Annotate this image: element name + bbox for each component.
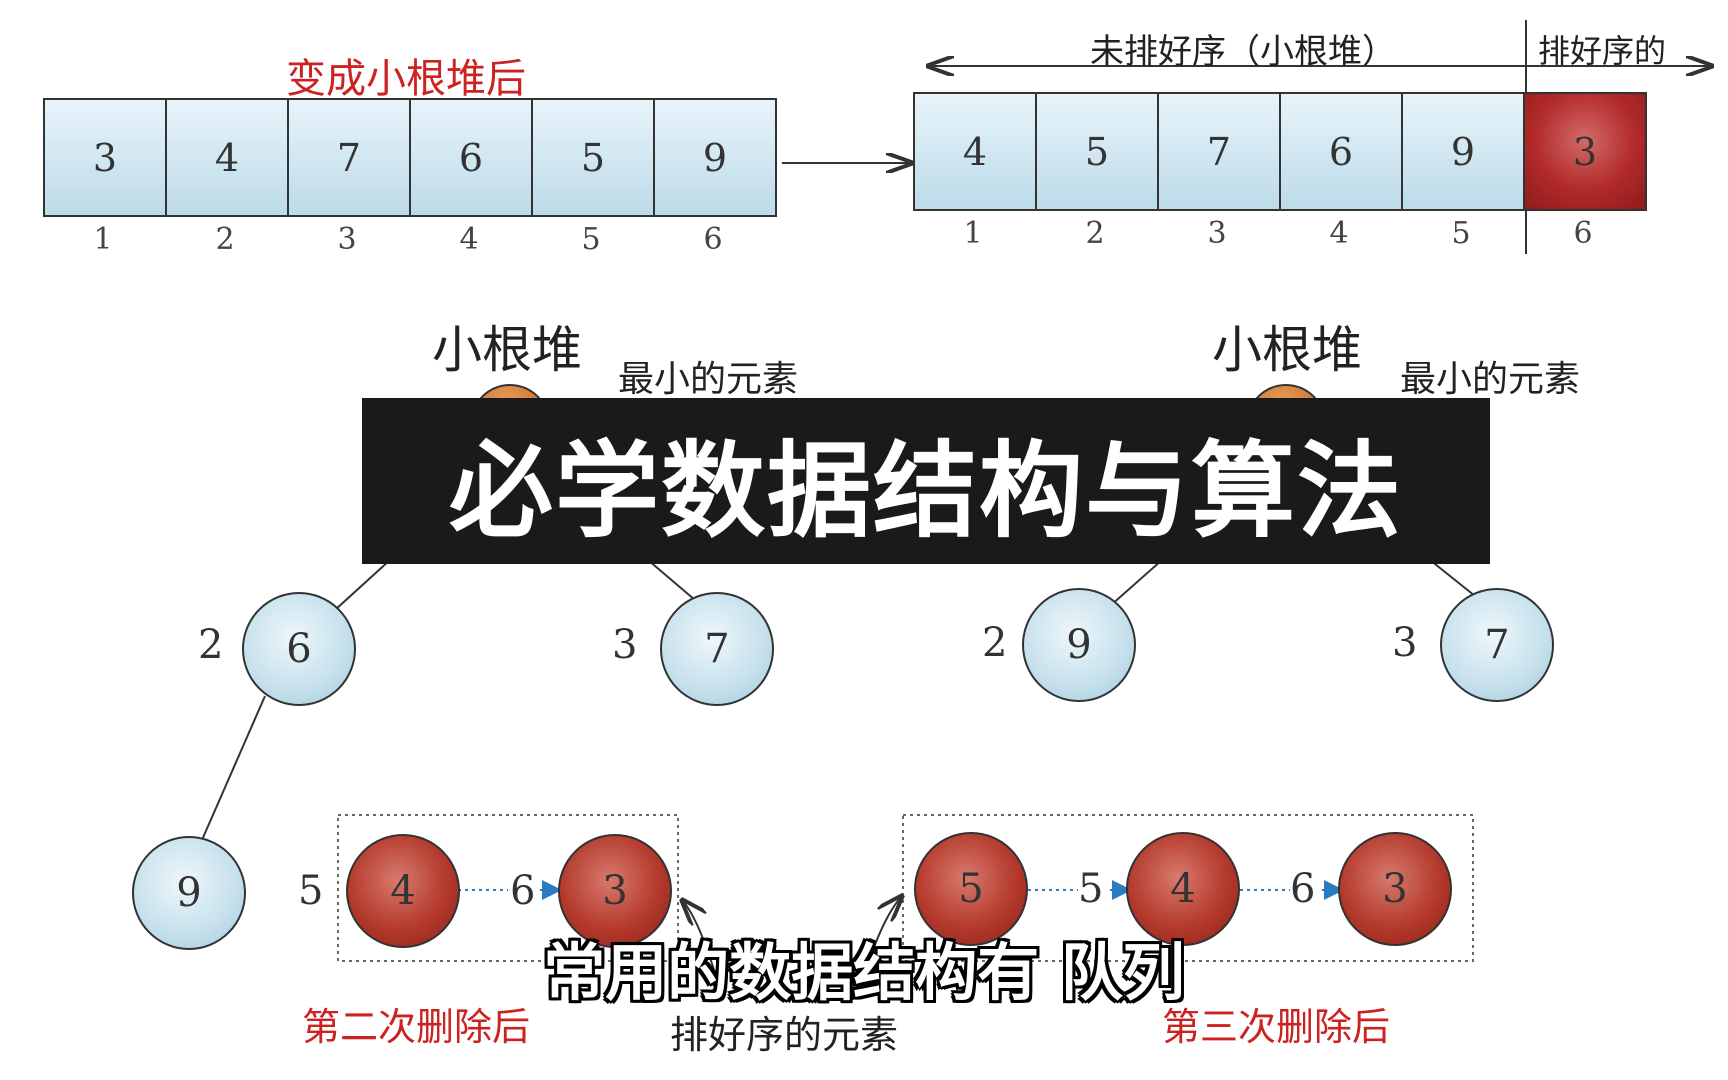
pointer-left <box>682 900 721 991</box>
node-index: 6 <box>510 868 536 914</box>
heap-node: 9 <box>1022 588 1136 702</box>
heap-node: 6 <box>242 592 356 706</box>
removed-node: 5 <box>914 832 1028 946</box>
array-index: 6 <box>703 222 723 257</box>
array-cell: 7 <box>287 98 411 217</box>
edge-6-9 <box>201 695 266 841</box>
unsorted-label: 未排好序（小根堆） <box>1090 32 1396 72</box>
node-index: 5 <box>1078 866 1104 912</box>
node-index: 5 <box>298 868 324 914</box>
array-title-minheap: 变成小根堆后 <box>286 56 526 102</box>
array-index: 5 <box>581 222 601 257</box>
array-cell: 4 <box>913 92 1037 211</box>
array-index: 3 <box>337 222 357 257</box>
array-index: 1 <box>963 216 983 251</box>
sorted-label: 排好序的 <box>1538 32 1667 70</box>
node-index: 2 <box>198 622 224 668</box>
array-cell: 3 <box>43 98 167 217</box>
caption-third-removal: 第三次删除后 <box>1162 1005 1391 1049</box>
removed-box-right <box>902 814 1474 962</box>
heap-title: 小根堆 <box>1212 321 1362 379</box>
array-index: 1 <box>93 222 113 257</box>
removed-box-left <box>337 814 679 962</box>
heap-node: 9 <box>132 836 246 950</box>
node-index: 3 <box>612 622 638 668</box>
array-cell: 7 <box>1157 92 1281 211</box>
array-cell: 4 <box>165 98 289 217</box>
edge-root-left <box>334 559 391 611</box>
heap-node: 7 <box>1440 588 1554 702</box>
array-cell-sorted: 3 <box>1523 92 1647 211</box>
array-cell: 5 <box>1035 92 1159 211</box>
removed-node: 4 <box>1126 832 1240 946</box>
edge-root-left-r <box>1109 559 1163 607</box>
pointer-right <box>859 896 902 991</box>
node-index: 6 <box>1290 866 1316 912</box>
array-index: 6 <box>1573 216 1593 251</box>
min-element-label: 最小的元素 <box>618 359 799 400</box>
min-element-label: 最小的元素 <box>1400 359 1581 400</box>
array-index: 4 <box>459 222 479 257</box>
array-index: 2 <box>1085 216 1105 251</box>
removed-node: 4 <box>346 834 460 948</box>
sorted-elements-label: 排好序的元素 <box>670 1013 899 1057</box>
array-index: 2 <box>215 222 235 257</box>
array-index: 5 <box>1451 216 1471 251</box>
removed-node: 3 <box>1338 832 1452 946</box>
array-index: 3 <box>1207 216 1227 251</box>
title-banner: 必学数据结构与算法 <box>362 398 1490 564</box>
array-cell: 9 <box>653 98 777 217</box>
removed-node: 3 <box>558 834 672 948</box>
node-index: 3 <box>1392 620 1418 666</box>
node-index: 2 <box>982 620 1008 666</box>
caption-second-removal: 第二次删除后 <box>302 1005 531 1049</box>
video-subtitle: 常用的数据结构有 队列 <box>543 936 1185 1009</box>
edge-root-right <box>647 559 696 601</box>
heap-title: 小根堆 <box>432 321 582 379</box>
array-cell: 6 <box>409 98 533 217</box>
title-banner-text: 必学数据结构与算法 <box>448 429 1403 552</box>
array-index: 4 <box>1329 216 1349 251</box>
array-cell: 9 <box>1401 92 1525 211</box>
heap-node: 7 <box>660 592 774 706</box>
array-cell: 6 <box>1279 92 1403 211</box>
array-cell: 5 <box>531 98 655 217</box>
